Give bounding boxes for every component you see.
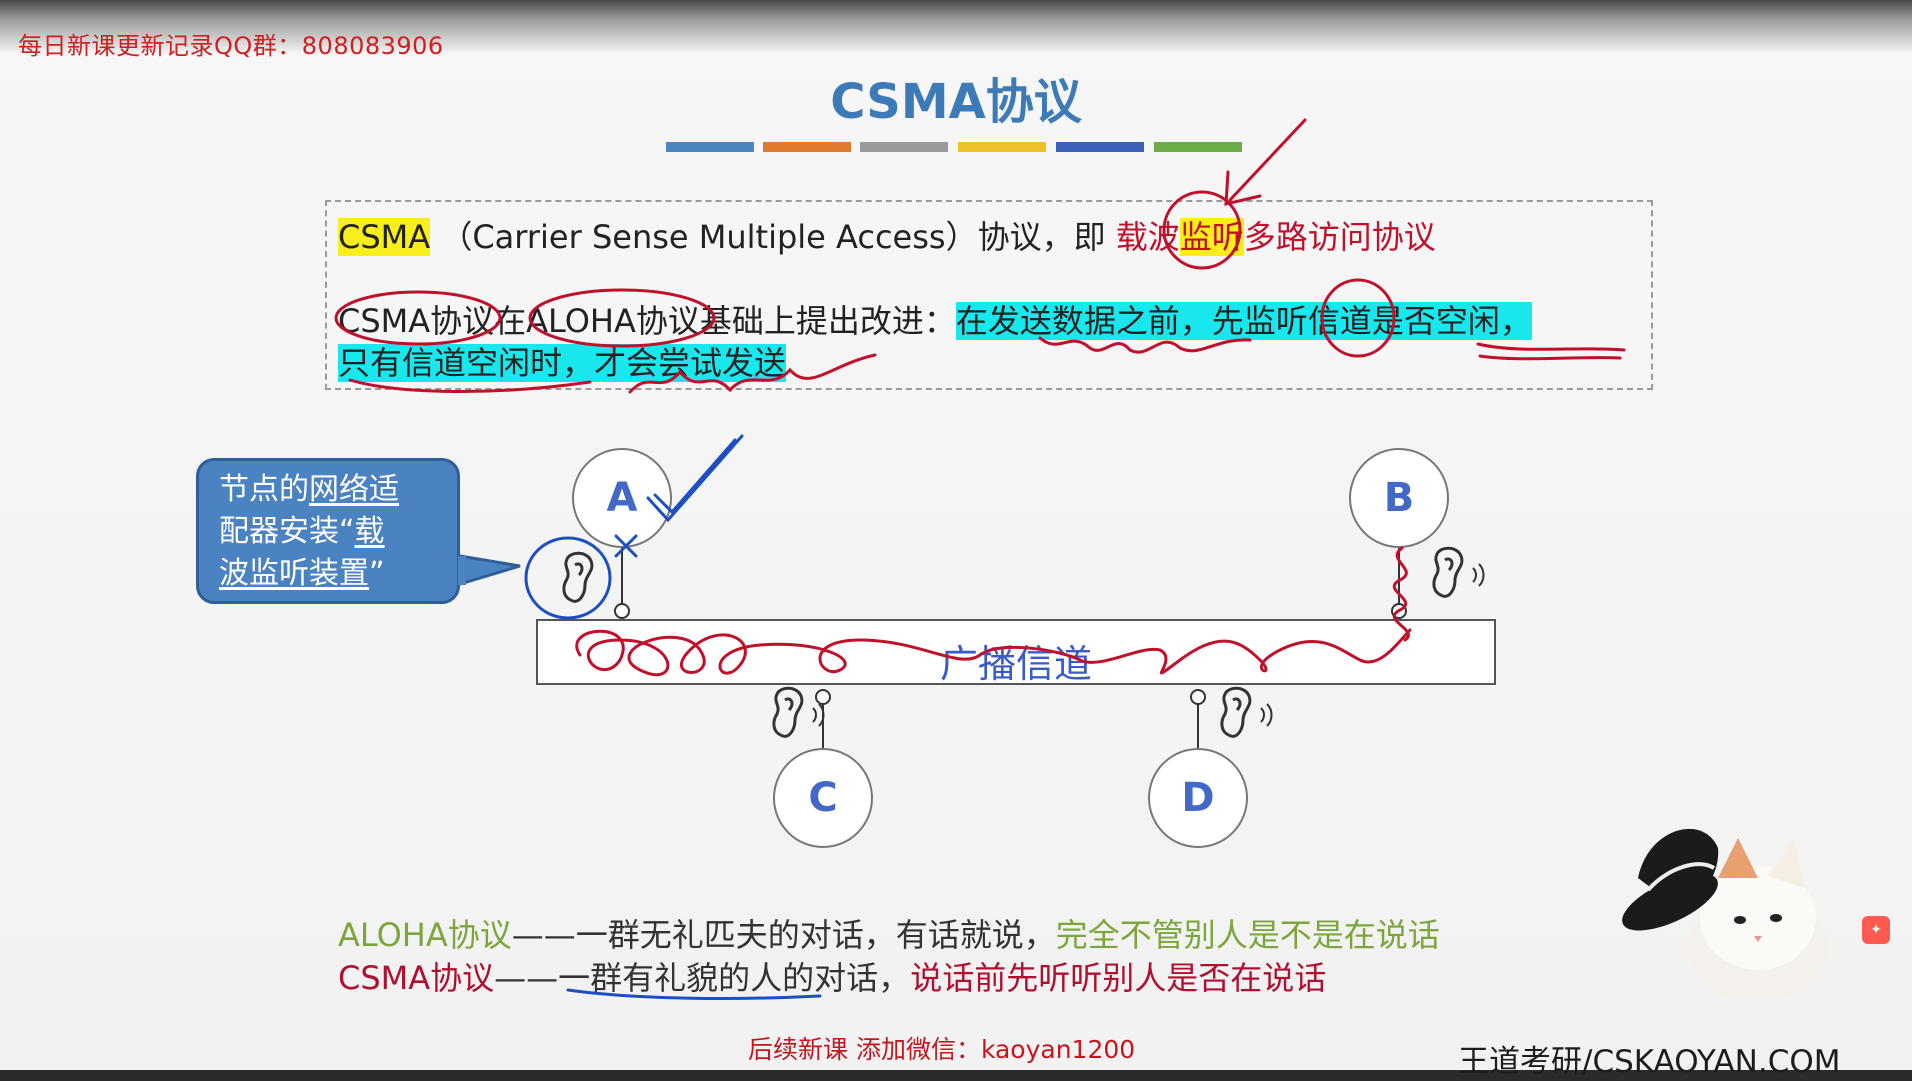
improvement-highlight-2: 只有信道空闲时，才会尝试发送 (338, 344, 787, 382)
annotation-squiggle (628, 353, 877, 394)
color-bar (958, 142, 1046, 152)
callout-pointer-fill (458, 556, 466, 585)
node-b: B (1349, 448, 1449, 548)
ear-icon (562, 551, 594, 603)
annotation-underline (566, 988, 822, 1000)
aloha-tail: 完全不管别人是不是在说话 (1055, 916, 1440, 954)
callout-text: 网络适 (309, 472, 399, 507)
annotation-arrow (1228, 118, 1307, 202)
callout-text: 节点的 (219, 472, 309, 507)
qq-group-banner: 每日新课更新记录QQ群：808083906 (18, 32, 444, 60)
aloha-desc: ——一群无礼匹夫的对话，有话就说， (511, 916, 1056, 954)
csma-desc: ——一群有礼貌的人的对话， (494, 959, 911, 997)
annotation-underline (1478, 354, 1622, 361)
node-a-tap (614, 603, 630, 619)
csma-name: CSMA协议 (338, 959, 495, 997)
annotation-arrowhead (1224, 170, 1262, 206)
aloha-comparison: ALOHA协议——一群无礼匹夫的对话，有话就说，完全不管别人是不是在说话 (338, 910, 1440, 956)
assistant-icon[interactable]: ✦ (1862, 916, 1890, 944)
definition-box (325, 200, 1653, 390)
improvement-highlight-1: 在发送数据之前，先监听信道是否空闲， (955, 302, 1532, 340)
ear-icon (1220, 686, 1273, 738)
node-d-tap (1190, 689, 1206, 705)
color-bar (1056, 142, 1144, 152)
color-bar (666, 142, 754, 152)
csma-keyword: CSMA (338, 218, 431, 256)
collision-squiggle (1392, 546, 1410, 642)
stubs (614, 548, 1407, 748)
aloha-name: ALOHA协议 (338, 916, 512, 954)
color-bar (860, 142, 948, 152)
callout-text: 配器安装“ (219, 514, 355, 549)
annotation-underline (348, 378, 592, 393)
wechat-footer: 后续新课 添加微信：kaoyan1200 (748, 1035, 1136, 1064)
node-c-tap (815, 689, 831, 705)
improvement-line-2: 只有信道空闲时，才会尝试发送 (338, 338, 787, 384)
annotation-underline (1476, 342, 1626, 352)
cn-name-post: 多路访问协议 (1243, 218, 1436, 256)
title-color-bars (666, 142, 1246, 152)
color-bar (763, 142, 851, 152)
csma-definition-line: CSMA （Carrier Sense Multiple Access）协议，即… (338, 212, 1436, 258)
annotation-circle (1162, 190, 1242, 270)
node-d: D (1148, 748, 1248, 848)
annotation-circle (528, 288, 716, 348)
cat-with-hat-image (1622, 828, 1828, 998)
csma-full-name: （Carrier Sense Multiple Access）协议，即 (440, 218, 1106, 256)
annotation-checkmark (653, 438, 737, 515)
red-annotations (334, 118, 1626, 677)
callout-text: 载 (354, 514, 385, 549)
color-bar (1154, 142, 1242, 152)
node-a: A (572, 448, 672, 548)
ear-icon (562, 546, 1485, 738)
node-c: C (773, 748, 873, 848)
carrier-sense-callout: 节点的网络适 配器安装“载 波监听装置” (196, 458, 460, 604)
annotation-squiggle (1038, 336, 1252, 354)
channel-label: 广播信道 (939, 642, 1092, 686)
csma-comparison: CSMA协议——一群有礼貌的人的对话，说话前先听听别人是否在说话 (338, 953, 1326, 999)
annotation-cross (614, 534, 638, 558)
csma-tail: 说话前先听听别人是否在说话 (910, 959, 1327, 997)
annotation-circle (1320, 278, 1396, 358)
callout-pointer (458, 554, 521, 587)
callout-text: 波监听装置 (219, 556, 369, 591)
callout-text: ” (369, 556, 385, 591)
collision-squiggle (575, 628, 1412, 677)
ear-icon (772, 686, 825, 738)
improvement-line: CSMA协议在ALOHA协议基础上提出改进：在发送数据之前，先监听信道是否空闲， (338, 296, 1532, 342)
broadcast-channel: 广播信道 (536, 619, 1496, 686)
video-top-shadow (0, 0, 1912, 54)
slide-title: CSMA协议 (830, 74, 1082, 130)
annotation-circle (334, 290, 502, 346)
site-footer: 王道考研/CSKAOYAN.COM (1458, 1044, 1841, 1080)
ear-icon (1432, 546, 1485, 598)
blue-annotations (524, 434, 822, 1000)
annotation-circle (524, 536, 612, 620)
annotation-checkmark (646, 434, 744, 523)
improvement-prefix: CSMA协议在ALOHA协议基础上提出改进： (338, 302, 956, 340)
